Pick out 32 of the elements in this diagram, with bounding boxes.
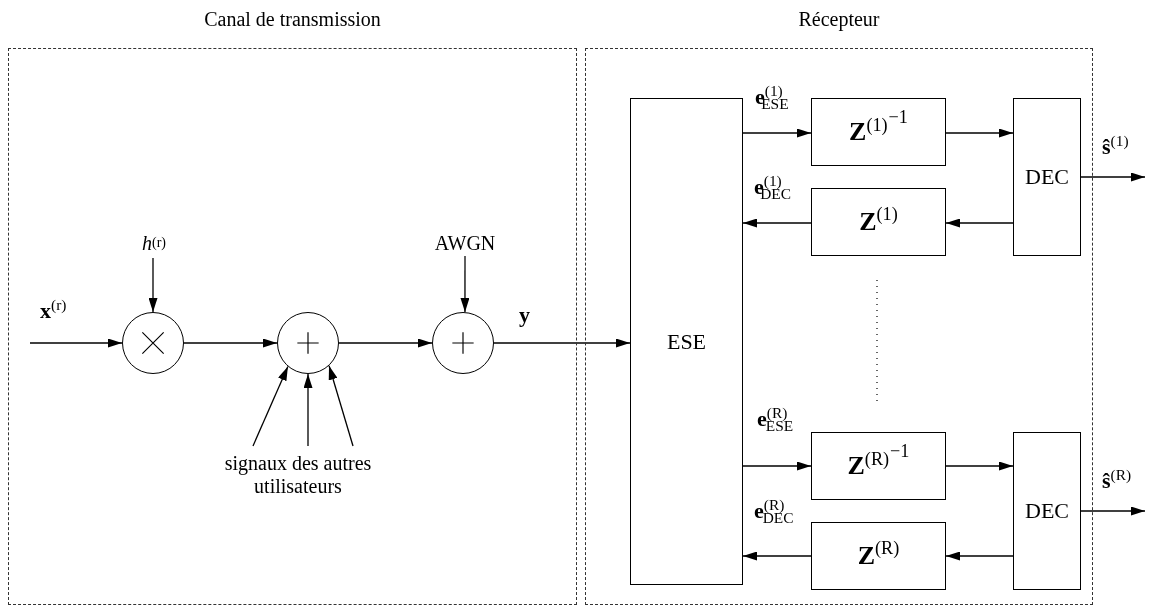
decoder-block: DEC	[1013, 98, 1081, 256]
arrow	[1080, 506, 1146, 516]
edge-label: ŝ$^{(1)}$	[1102, 136, 1129, 158]
arrow	[493, 338, 631, 348]
arrow	[252, 365, 289, 447]
panel-title: Canal de transmission	[203, 8, 382, 31]
edge-label: y	[519, 304, 530, 326]
signal-label: signaux des autres utilisateurs	[190, 446, 406, 504]
arrow	[460, 255, 470, 313]
panel-title: Récepteur	[797, 8, 881, 31]
arrow	[1080, 172, 1146, 182]
edge-label: ŝ$^{(R)}$	[1102, 470, 1132, 492]
arrow	[945, 128, 1014, 138]
arrow	[945, 551, 1014, 561]
decoder-block: DEC	[1013, 432, 1081, 590]
signal-label: AWGN	[423, 230, 507, 256]
arrow	[945, 218, 1014, 228]
edge-label: x$^{(r)}$	[40, 300, 67, 322]
arrow	[328, 365, 354, 447]
arrow	[742, 461, 812, 471]
arrow	[945, 461, 1014, 471]
arrow	[742, 218, 812, 228]
estimator-block: ESE	[630, 98, 743, 585]
arrow	[742, 551, 812, 561]
arrow	[29, 338, 123, 348]
arrow	[303, 373, 313, 447]
arrow	[742, 128, 812, 138]
arrow	[183, 338, 278, 348]
arrow	[338, 338, 433, 348]
interleaver-block: Z$^{(R)}$	[811, 522, 946, 590]
interleaver-block: Z$^{(1)}$	[811, 188, 946, 256]
arrow	[148, 257, 158, 313]
